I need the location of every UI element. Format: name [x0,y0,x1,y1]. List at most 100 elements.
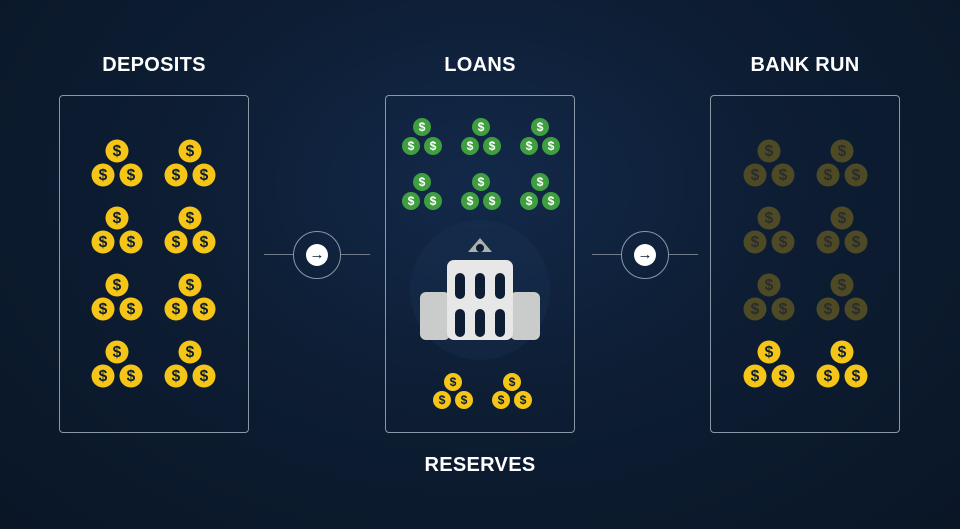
dollar-sign: $ [824,167,833,184]
deposits-coin-cluster: $$$ [164,206,216,254]
deposits-coin-cluster: $$$ [91,139,143,187]
dollar-coin-icon [178,273,202,297]
dollar-coin-icon [192,163,216,187]
dollar-sign: $ [751,368,760,385]
bank_run-coin-cluster: $ $ $ [743,340,795,388]
dollar-coin-icon [119,364,143,388]
dollar-sign: $ [467,194,474,208]
dollar-coin-icon [816,230,840,254]
dollar-coin-icon [743,364,767,388]
dollar-sign: $ [852,301,861,318]
dollar-sign: $ [200,234,209,251]
dollar-coin-icon [444,373,462,391]
dollar-coin-icon [461,137,479,155]
dollar-sign: $ [478,120,485,134]
deposits-coin-cluster: $$$ [91,273,143,321]
dollar-coin-icon [178,206,202,230]
dollar-sign: $ [408,139,415,153]
dollar-coin-icon [461,192,479,210]
loans-coin-cluster: $$$ [461,118,501,155]
dollar-coin-icon [830,340,854,364]
dollar-sign: $ [765,143,774,160]
connector-line [264,254,293,255]
dollar-sign: $ [408,194,415,208]
dollar-sign: $ [838,344,847,361]
dollar-coin-icon [757,340,781,364]
dollar-coin-icon [757,139,781,163]
dollar-sign: $ [751,234,760,251]
connector-line [592,254,621,255]
dollar-coin-icon [520,137,538,155]
dollar-coin-icon [119,230,143,254]
dollar-sign: $ [824,368,833,385]
dollar-sign: $ [200,167,209,184]
dollar-coin-icon [455,391,473,409]
deposits-coin-cluster: $$$ [91,340,143,388]
dollar-sign: $ [824,234,833,251]
dollar-coin-icon [424,137,442,155]
dollar-sign: $ [430,194,437,208]
dollar-sign: $ [186,277,195,294]
dollar-sign: $ [765,210,774,227]
dollar-sign: $ [113,344,122,361]
dollar-sign: $ [172,301,181,318]
dollar-coin-icon [402,192,420,210]
dollar-coin-icon [743,163,767,187]
dollar-coin-icon [164,163,188,187]
dollar-sign: $ [419,175,426,189]
bank_run-coin-cluster: $$$ [743,206,795,254]
dollar-sign: $ [489,139,496,153]
dollar-sign: $ [186,143,195,160]
bank_run-coin-cluster: $$$ [816,206,868,254]
dollar-coin-icon [178,139,202,163]
dollar-sign: $ [509,375,516,389]
dollar-coin-icon [771,364,795,388]
dollar-sign: $ [478,175,485,189]
dollar-coin-icon [503,373,521,391]
dollar-coin-icon [743,230,767,254]
reserves-coin-cluster: $$$ [433,373,473,409]
dollar-coin-icon [402,137,420,155]
dollar-coin-icon [531,118,549,136]
dollar-sign: $ [526,139,533,153]
dollar-sign: $ [99,301,108,318]
dollar-sign: $ [172,368,181,385]
dollar-sign: $ [751,301,760,318]
dollar-sign: $ [751,167,760,184]
deposits-coin-cluster: $$$ [91,206,143,254]
dollar-coin-icon [844,297,868,321]
dollar-coin-icon [105,139,129,163]
dollar-coin-icon [105,206,129,230]
dollar-sign: $ [765,277,774,294]
dollar-coin-icon [816,297,840,321]
bank_run-coin-cluster: $$$ [816,139,868,187]
dollar-sign: $ [419,120,426,134]
dollar-coin-icon [492,391,510,409]
loans-coin-cluster: $$$ [461,173,501,210]
dollar-coin-icon [743,297,767,321]
dollar-sign: $ [779,368,788,385]
bank-run-title: BANK RUN [750,54,860,76]
dollar-coin-icon [771,230,795,254]
loans-coin-cluster: $ $ $ [402,173,442,210]
dollar-sign: $ [537,175,544,189]
dollar-coin-icon [433,391,451,409]
dollar-coin-icon [164,297,188,321]
arrow-right-icon: → [306,244,328,266]
dollar-coin-icon [816,364,840,388]
dollar-coin-icon [542,137,560,155]
dollar-sign: $ [439,393,446,407]
dollar-coin-icon [757,206,781,230]
dollar-sign: $ [520,393,527,407]
dollar-coin-icon [91,230,115,254]
connector-line [669,254,698,255]
loans-coin-cluster: $$$ [520,118,560,155]
dollar-coin-icon [542,192,560,210]
dollar-sign: $ [765,344,774,361]
dollar-sign: $ [99,234,108,251]
loans-panel [385,95,575,433]
dollar-sign: $ [186,344,195,361]
bank_run-coin-cluster: $$$ [743,273,795,321]
dollar-sign: $ [450,375,457,389]
